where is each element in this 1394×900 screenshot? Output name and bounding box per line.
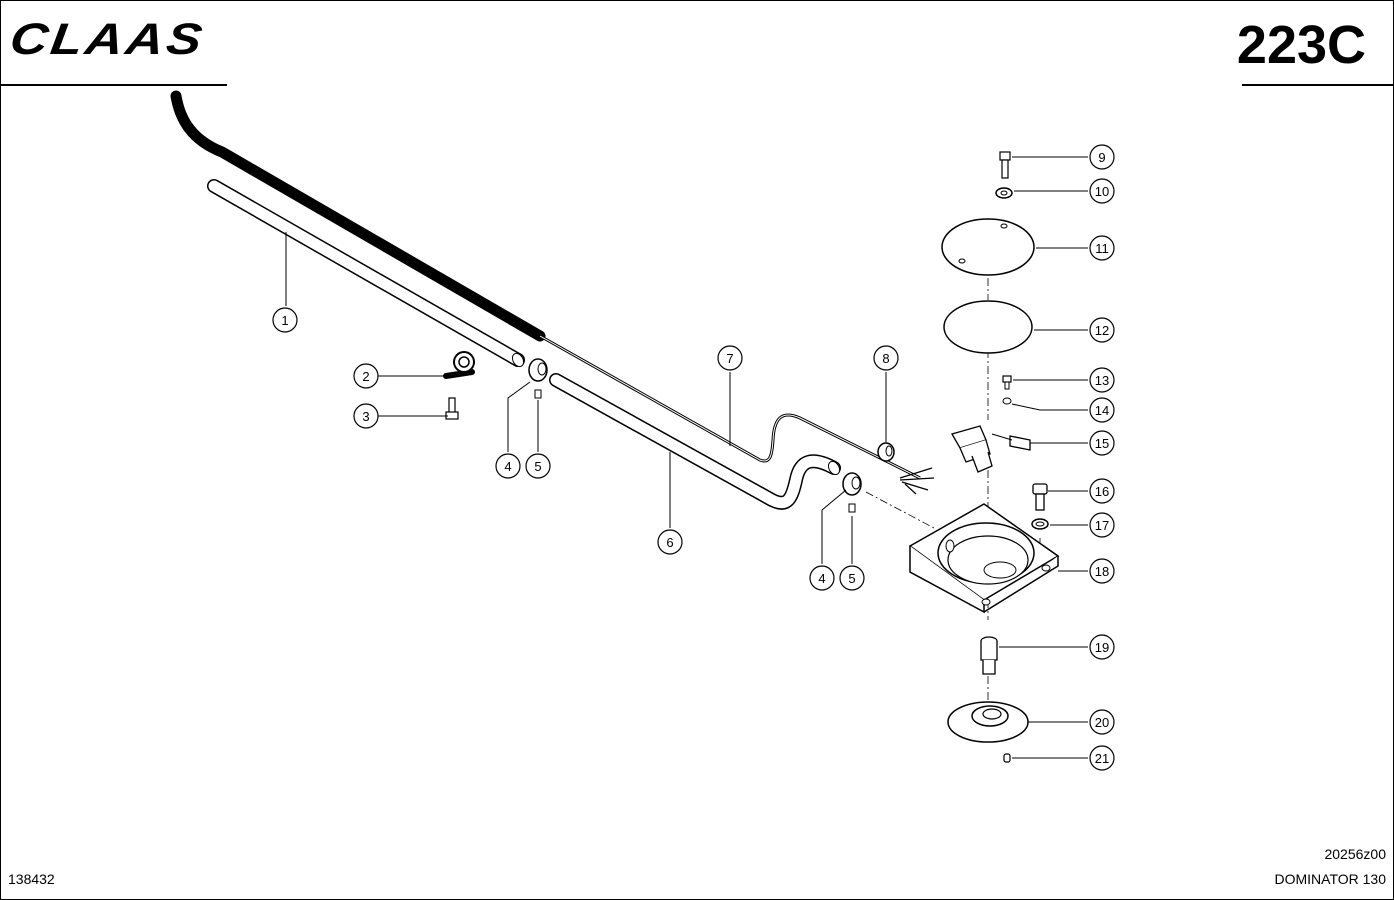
callout-8-label: 8 xyxy=(882,351,889,366)
callout-5-lower-label: 5 xyxy=(848,571,855,586)
callout-20: 20 xyxy=(1089,709,1115,735)
callout-4-upper-label: 4 xyxy=(504,459,511,474)
callout-19-label: 19 xyxy=(1095,640,1109,655)
callout-14-label: 14 xyxy=(1095,403,1109,418)
tube-1 xyxy=(207,179,525,368)
washer-10 xyxy=(995,187,1013,199)
callout-6-label: 6 xyxy=(666,535,673,550)
cover-plate-11 xyxy=(941,218,1035,276)
nut-21 xyxy=(1003,753,1011,763)
callout-9-label: 9 xyxy=(1098,150,1105,165)
callout-20-label: 20 xyxy=(1095,715,1109,730)
callout-1: 1 xyxy=(272,307,298,333)
sensor-15 xyxy=(951,425,1031,473)
machine-model: DOMINATOR 130 xyxy=(1274,871,1386,887)
callout-17: 17 xyxy=(1089,512,1115,538)
callout-12: 12 xyxy=(1089,317,1115,343)
washer-14 xyxy=(1002,397,1012,405)
tube-6 xyxy=(549,373,841,510)
callout-13: 13 xyxy=(1089,367,1115,393)
callout-18: 18 xyxy=(1089,558,1115,584)
callout-15-label: 15 xyxy=(1095,436,1109,451)
spacer-19 xyxy=(980,636,998,675)
cable-sheath xyxy=(170,90,546,342)
bolt-16 xyxy=(1032,483,1048,511)
screw-13 xyxy=(1002,375,1012,390)
callout-5-upper-label: 5 xyxy=(534,459,541,474)
callout-17-label: 17 xyxy=(1095,518,1109,533)
callout-10: 10 xyxy=(1089,178,1115,204)
callout-7: 7 xyxy=(717,345,743,371)
callout-21: 21 xyxy=(1089,745,1115,771)
callout-5-lower: 5 xyxy=(839,565,865,591)
cable-inner-wire xyxy=(539,334,921,480)
callout-6: 6 xyxy=(657,529,683,555)
drawing-id: 20256z00 xyxy=(1324,846,1386,862)
callout-1-label: 1 xyxy=(281,313,288,328)
rubber-mount-20 xyxy=(947,701,1029,743)
callout-16: 16 xyxy=(1089,478,1115,504)
header-rule-right xyxy=(1242,84,1394,86)
callout-15: 15 xyxy=(1089,430,1115,456)
cable-wire-ends xyxy=(899,467,935,495)
callout-19: 19 xyxy=(1089,634,1115,660)
callout-9: 9 xyxy=(1089,144,1115,170)
callout-14: 14 xyxy=(1089,397,1115,423)
callout-5-upper: 5 xyxy=(525,453,551,479)
callout-2-label: 2 xyxy=(362,369,369,384)
callout-3: 3 xyxy=(353,403,379,429)
callout-8: 8 xyxy=(873,345,899,371)
callout-4-lower-label: 4 xyxy=(818,571,825,586)
callout-3-label: 3 xyxy=(362,409,369,424)
callout-16-label: 16 xyxy=(1095,484,1109,499)
header-rule-left xyxy=(0,84,227,86)
callout-4-lower: 4 xyxy=(809,565,835,591)
bushing-8 xyxy=(877,442,895,462)
callout-11-label: 11 xyxy=(1095,241,1109,256)
pipe-clamp-2 xyxy=(443,351,475,379)
callout-13-label: 13 xyxy=(1095,373,1109,388)
callout-2: 2 xyxy=(353,363,379,389)
callout-12-label: 12 xyxy=(1095,323,1109,338)
callout-18-label: 18 xyxy=(1095,564,1109,579)
callout-7-label: 7 xyxy=(726,351,733,366)
screw-5-lower xyxy=(848,503,856,513)
page-number: 223C xyxy=(1236,15,1366,75)
callout-4-upper: 4 xyxy=(495,453,521,479)
screw-5-upper xyxy=(534,389,542,399)
leader-lines xyxy=(285,156,1088,759)
document-number: 138432 xyxy=(8,871,55,887)
callout-21-label: 21 xyxy=(1095,751,1109,766)
callout-11: 11 xyxy=(1089,235,1115,261)
washer-17 xyxy=(1031,518,1049,530)
grommet-4-upper xyxy=(528,358,548,382)
seal-ring-12 xyxy=(943,300,1033,354)
housing-18 xyxy=(908,503,1060,614)
callout-10-label: 10 xyxy=(1095,184,1109,199)
grommet-4-lower xyxy=(842,472,862,496)
bolt-9 xyxy=(999,151,1011,179)
